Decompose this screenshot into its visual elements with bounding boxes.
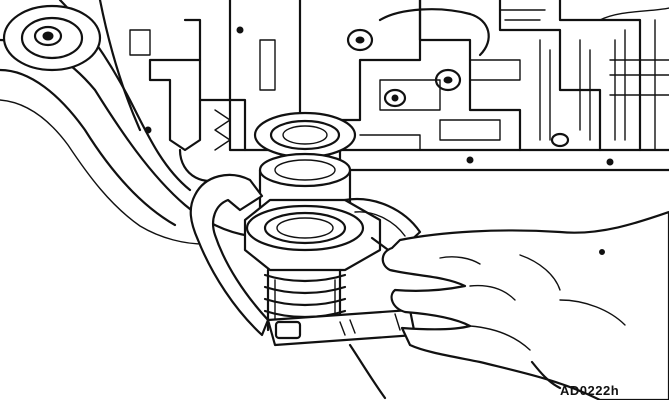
valve-body bbox=[228, 0, 669, 172]
detent-linkage bbox=[129, 18, 276, 183]
case-bore bbox=[253, 111, 357, 159]
figure-code-label: AD0222h bbox=[560, 383, 620, 398]
leader-line bbox=[530, 360, 562, 390]
socket-tool bbox=[243, 152, 382, 332]
hand bbox=[381, 210, 669, 400]
case-boss bbox=[2, 4, 102, 72]
lower-edge-line bbox=[348, 343, 387, 400]
wrench bbox=[189, 173, 422, 347]
